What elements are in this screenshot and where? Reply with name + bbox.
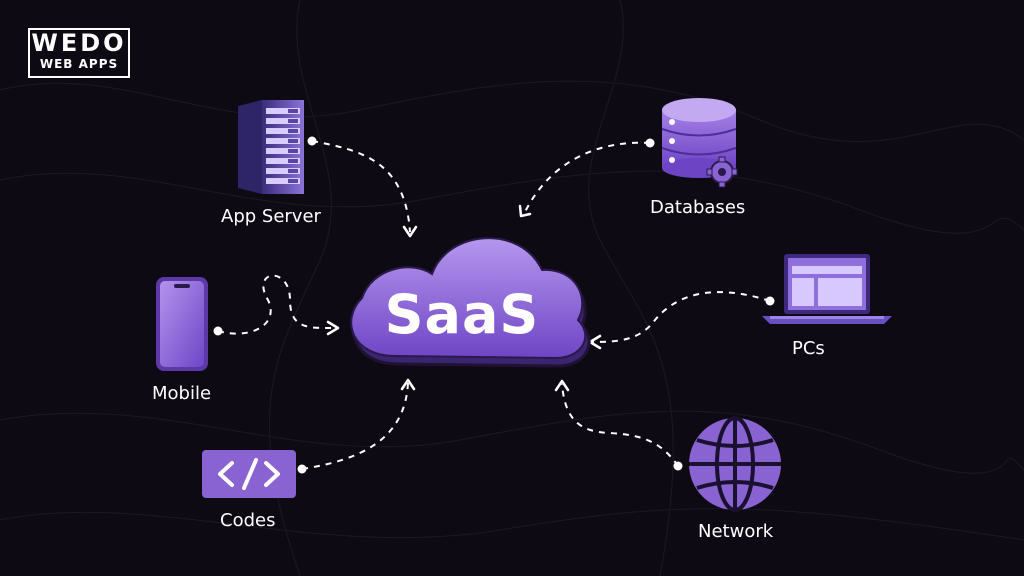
saas-label: SaaS [384,283,540,346]
connector-pcs [591,291,771,343]
connectors [217,140,771,470]
app-server-label: App Server [221,206,321,227]
connector-databases [523,141,651,215]
gear-icon [706,156,738,188]
laptop-icon [762,254,892,324]
logo-line-2: WEB APPS [39,57,119,71]
connector-app-server [311,140,411,233]
database-icon [661,98,737,178]
saas-cloud [350,237,591,368]
server-rack-icon [238,100,304,194]
databases-label: Databases [650,197,746,218]
mobile-label: Mobile [152,383,212,404]
globe-icon [689,416,781,512]
connector-dots [213,136,775,474]
network-label: Network [698,521,774,542]
code-icon [202,450,296,498]
wedo-web-apps-logo: WEDO WEB APPS [28,28,130,78]
connector-mobile [217,274,337,335]
connector-network [561,383,679,467]
connector-codes [301,382,409,470]
codes-label: Codes [220,510,276,531]
smartphone-icon [156,277,208,371]
pcs-label: PCs [792,338,825,359]
logo-line-1: WEDO [31,29,127,57]
